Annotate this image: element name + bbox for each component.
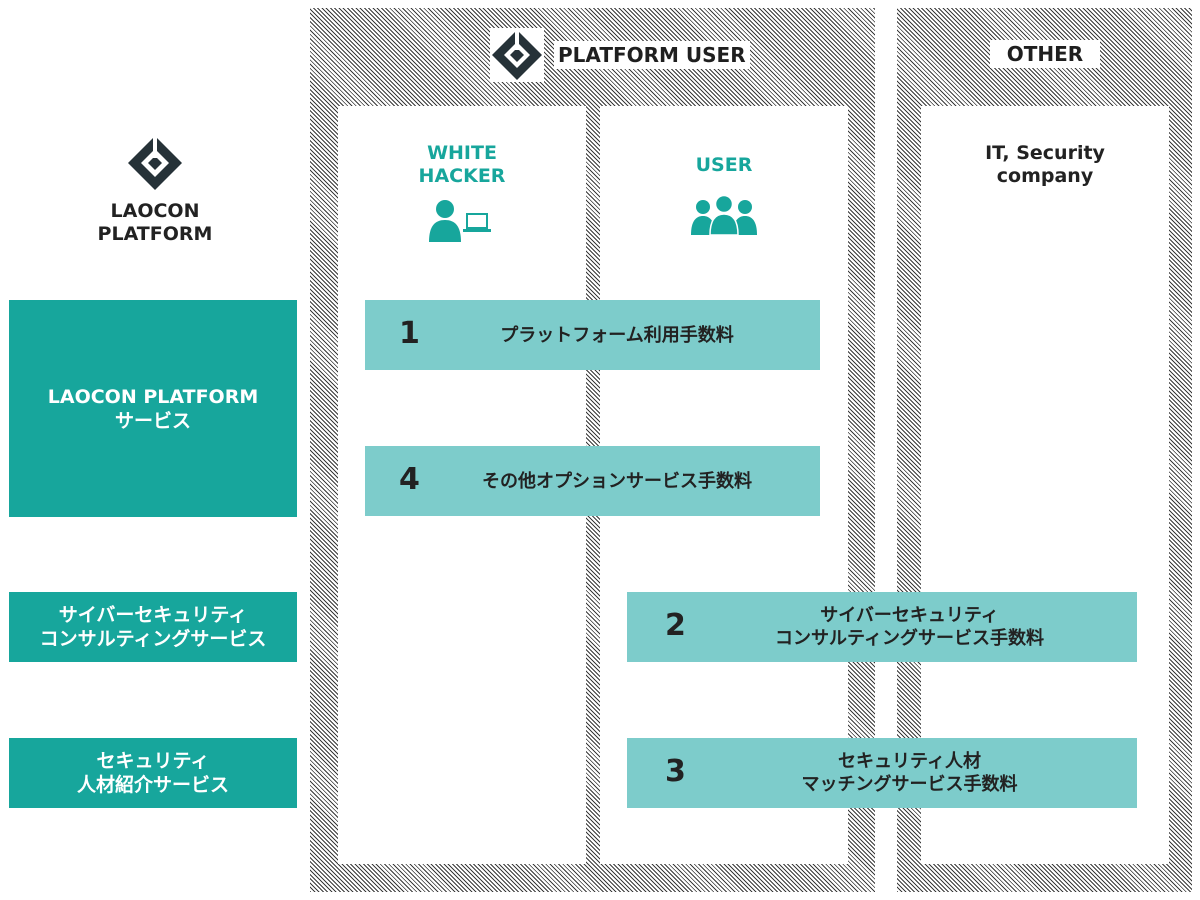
- platform-user-label: PLATFORM USER: [554, 41, 750, 69]
- brand-name-line1: LAOCON: [110, 200, 200, 222]
- fee-number: 2: [665, 608, 686, 643]
- company-header: IT, Security company: [921, 142, 1169, 188]
- fee-number: 1: [399, 316, 420, 351]
- laocon-logo-icon: [128, 134, 182, 190]
- laocon-logo-icon: [490, 28, 544, 82]
- hacker-laptop-icon: [429, 200, 491, 242]
- fee-number: 4: [399, 462, 420, 497]
- other-label: OTHER: [1006, 42, 1084, 66]
- consulting-service-box: サイバーセキュリティ コンサルティングサービス: [9, 592, 297, 662]
- white-hacker-title-line2: HACKER: [418, 165, 506, 187]
- user-header: USER: [600, 154, 848, 235]
- fee-label-line2: コンサルティングサービス手数料: [775, 628, 1044, 649]
- consulting-service-line2: コンサルティングサービス: [39, 628, 267, 650]
- users-group-icon: [691, 195, 757, 235]
- platform-service-line2: サービス: [114, 409, 191, 432]
- fee-label: その他オプションサービス手数料: [482, 470, 752, 492]
- fee-label: プラットフォーム利用手数料: [500, 324, 734, 346]
- fee-box-1: 1 プラットフォーム利用手数料: [365, 300, 820, 370]
- fee-box-2: 2 サイバーセキュリティ コンサルティングサービス手数料: [627, 592, 1137, 662]
- platform-service-box: LAOCON PLATFORM サービス: [9, 300, 297, 517]
- consulting-service-line1: サイバーセキュリティ: [58, 604, 248, 626]
- company-title-line1: IT, Security: [985, 142, 1105, 164]
- talent-service-box: セキュリティ 人材紹介サービス: [9, 738, 297, 808]
- other-header: OTHER: [990, 40, 1100, 68]
- company-column: [921, 106, 1169, 864]
- talent-service-line2: 人材紹介サービス: [76, 774, 229, 796]
- white-hacker-title-line1: WHITE: [427, 142, 497, 164]
- user-title: USER: [695, 154, 753, 176]
- fee-box-4: 4 その他オプションサービス手数料: [365, 446, 820, 516]
- company-title-line2: company: [996, 165, 1094, 187]
- fee-box-3: 3 セキュリティ人材 マッチングサービス手数料: [627, 738, 1137, 808]
- fee-label-line2: マッチングサービス手数料: [801, 774, 1018, 795]
- fee-number: 3: [665, 754, 686, 789]
- fee-label-line1: サイバーセキュリティ: [820, 605, 999, 626]
- platform-service-line1: LAOCON PLATFORM: [47, 385, 259, 408]
- talent-service-line1: セキュリティ: [96, 750, 210, 772]
- platform-user-header: PLATFORM USER: [490, 28, 750, 82]
- brand-name-line2: PLATFORM: [97, 223, 213, 245]
- fee-label-line1: セキュリティ人材: [838, 751, 981, 772]
- white-hacker-header: WHITE HACKER: [338, 142, 586, 242]
- brand-block: LAOCON PLATFORM: [70, 134, 240, 246]
